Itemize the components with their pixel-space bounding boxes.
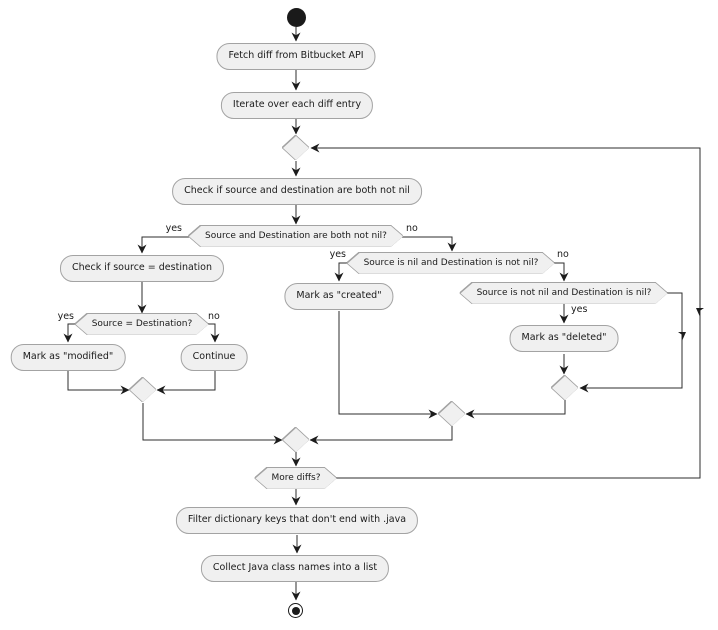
branch-label-no-both: no [406,223,418,234]
activity-filter-java-keys: Filter dictionary keys that don't end wi… [175,507,419,534]
edge-continue-to-merge [156,371,216,395]
activity-mark-created: Mark as "created" [284,283,394,310]
decision-both-not-nil: Source and Destination are both not nil? [189,226,403,247]
edge-both-no-to-created-decision [400,236,457,252]
edge-mark-created-to-right-merge [338,311,438,419]
decision-source-not-nil-dest-nil: Source is not nil and Destination is nil… [461,283,668,304]
mid-arrow-up-icon [696,308,704,317]
merge-diamond-loop-top [283,136,309,160]
branch-label-yes-eq: yes [57,311,74,322]
decision-more-diffs: More diffs? [255,468,336,489]
activity-check-both-not-nil: Check if source and destination are both… [172,178,422,205]
edge-right-merge-to-center-merge [309,426,453,445]
start-node [287,8,306,27]
activity-check-source-eq-dest: Check if source = destination [59,255,225,282]
activity-iterate-diff-entries: Iterate over each diff entry [220,92,374,119]
branch-label-yes-both: yes [165,223,182,234]
edge-left-merge-to-center-merge [142,403,283,445]
merge-diamond-center [283,428,309,452]
activity-mark-modified: Mark as "modified" [10,344,126,371]
edge-deleted-merge-to-right-merge [465,400,566,419]
edge-created-yes-to-mark-created [334,262,351,282]
decision-source-nil-dest-not-nil: Source is nil and Destination is not nil… [348,253,555,274]
mid-arrow-down-icon [678,332,686,341]
activity-collect-class-names: Collect Java class names into a list [200,555,390,582]
activity-continue: Continue [180,344,248,371]
branch-label-yes-deleted: yes [571,304,588,315]
decision-source-eq-dest: Source = Destination? [76,314,209,335]
branch-label-no-eq: no [208,311,220,322]
branch-label-yes-created: yes [329,249,346,260]
merge-diamond-created-deleted [439,402,465,426]
branch-label-no-created: no [557,249,569,260]
edge-both-yes-to-check-eq [137,236,194,254]
edge-modified-to-merge [67,371,130,395]
edge-created-no-to-deleted-decision [552,262,569,282]
merge-diamond-deleted [552,376,578,400]
end-node [288,603,303,618]
activity-mark-deleted: Mark as "deleted" [509,325,619,352]
end-node-dot [291,606,300,615]
merge-diamond-modified-continue [130,378,156,402]
activity-fetch-diff: Fetch diff from Bitbucket API [216,43,376,70]
